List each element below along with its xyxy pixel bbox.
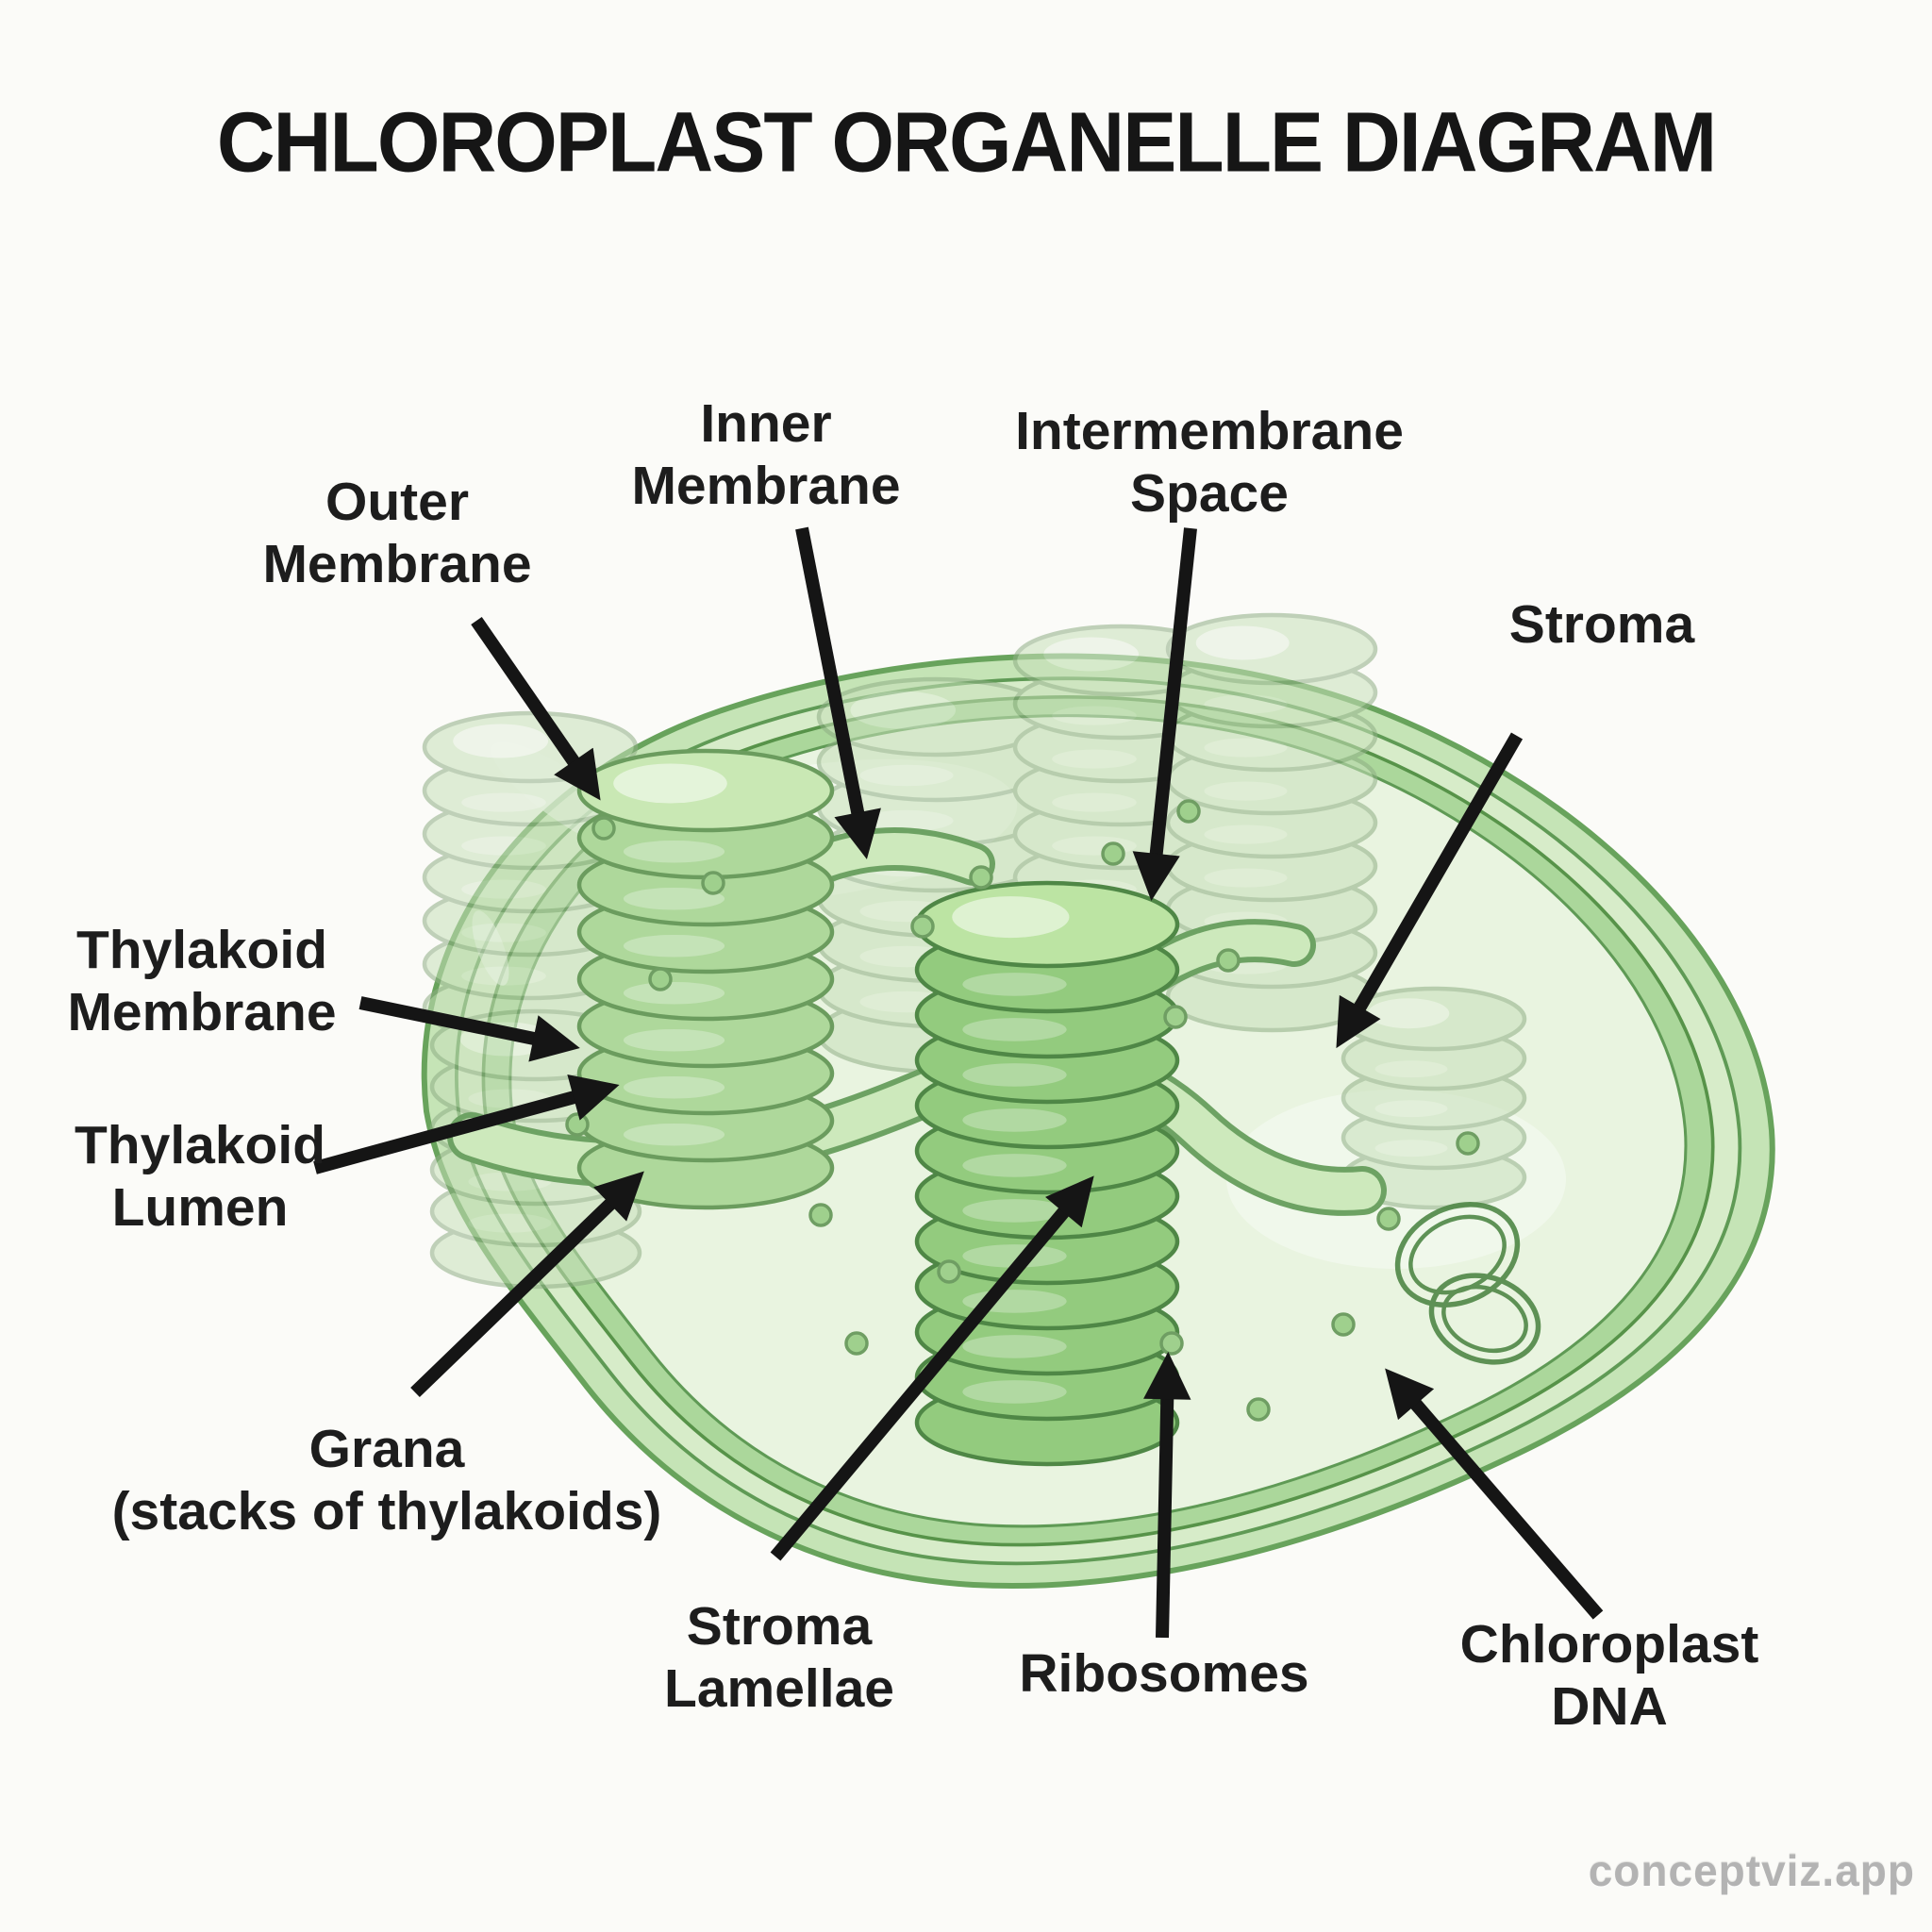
ribosome-dot xyxy=(1159,1331,1184,1356)
ribosome-dot xyxy=(565,1112,590,1137)
label-intermembrane-space: Intermembrane Space xyxy=(1015,400,1404,525)
label-chloroplast-dna: Chloroplast DNA xyxy=(1460,1613,1759,1738)
label-line: Lamellae xyxy=(664,1658,894,1719)
ribosome-dot xyxy=(969,865,993,890)
grana-stack xyxy=(576,748,835,1210)
page-title: CHLOROPLAST ORGANELLE DIAGRAM xyxy=(216,95,1717,191)
label-line: Grana xyxy=(308,1419,465,1479)
ribosome-dots xyxy=(565,799,1480,1422)
label-line: Membrane xyxy=(67,982,337,1042)
ribosome-dot xyxy=(844,1331,869,1356)
label-inner-membrane: Inner Membrane xyxy=(631,392,900,517)
label-stroma: Stroma xyxy=(1509,593,1694,656)
ribosome-dot xyxy=(591,816,616,841)
ribosome-dot xyxy=(1101,841,1125,866)
label-line: (stacks of thylakoids) xyxy=(111,1481,662,1541)
label-thylakoid-lumen: Thylakoid Lumen xyxy=(75,1114,325,1239)
arrow-stroma-lamellae xyxy=(770,1175,1094,1561)
ribosome-dot xyxy=(1163,1005,1188,1029)
arrow-intermembrane-space xyxy=(1132,527,1197,902)
label-grana: Grana (stacks of thylakoids) xyxy=(112,1418,662,1542)
ribosome-dot xyxy=(1376,1207,1401,1231)
grana-stack xyxy=(1341,986,1527,1210)
label-outer-membrane: Outer Membrane xyxy=(262,471,531,595)
label-ribosomes: Ribosomes xyxy=(1019,1642,1308,1705)
ribosome-dot xyxy=(1331,1312,1356,1337)
label-line: Thylakoid xyxy=(75,920,328,980)
label-line: Stroma xyxy=(1508,594,1695,655)
ribosome-dot xyxy=(1246,1397,1271,1422)
label-line: Stroma xyxy=(686,1596,873,1657)
leader-arrows xyxy=(313,526,1604,1639)
ribosome-dot xyxy=(910,914,935,939)
label-line: Membrane xyxy=(262,534,532,594)
arrow-chloroplast-dna xyxy=(1385,1368,1604,1620)
label-line: Chloroplast xyxy=(1459,1614,1759,1674)
label-line: Thylakoid xyxy=(74,1115,326,1175)
watermark: conceptviz.app xyxy=(1588,1846,1915,1895)
ribosome-dot xyxy=(701,871,725,895)
ribosome-dot xyxy=(648,967,673,991)
arrow-grana xyxy=(410,1171,644,1398)
label-thylakoid-membrane: Thylakoid Membrane xyxy=(67,919,336,1043)
arrow-ribosomes xyxy=(1143,1351,1191,1639)
label-stroma-lamellae: Stroma Lamellae xyxy=(664,1595,894,1720)
label-line: Space xyxy=(1130,463,1289,524)
arrow-inner-membrane xyxy=(795,526,881,859)
label-line: DNA xyxy=(1551,1676,1668,1737)
label-line: Inner xyxy=(700,393,832,454)
chloroplast-dna-plasmid xyxy=(1394,1202,1541,1365)
label-line: Membrane xyxy=(631,456,901,516)
arrow-thylakoid-lumen xyxy=(313,1074,620,1174)
ribosome-dot xyxy=(1176,799,1201,824)
ribosome-dot xyxy=(1216,948,1241,973)
arrow-stroma xyxy=(1336,732,1524,1049)
arrow-outer-membrane xyxy=(471,617,601,801)
ribosome-dot xyxy=(937,1259,961,1284)
arrow-thylakoid-membrane xyxy=(358,996,580,1062)
grana-stack xyxy=(914,880,1180,1467)
ribosome-dot xyxy=(808,1203,833,1227)
label-line: Intermembrane xyxy=(1015,401,1404,461)
label-line: Ribosomes xyxy=(1019,1643,1309,1704)
ribosome-dot xyxy=(1456,1131,1480,1156)
label-line: Outer xyxy=(325,472,470,532)
label-line: Lumen xyxy=(111,1177,289,1238)
